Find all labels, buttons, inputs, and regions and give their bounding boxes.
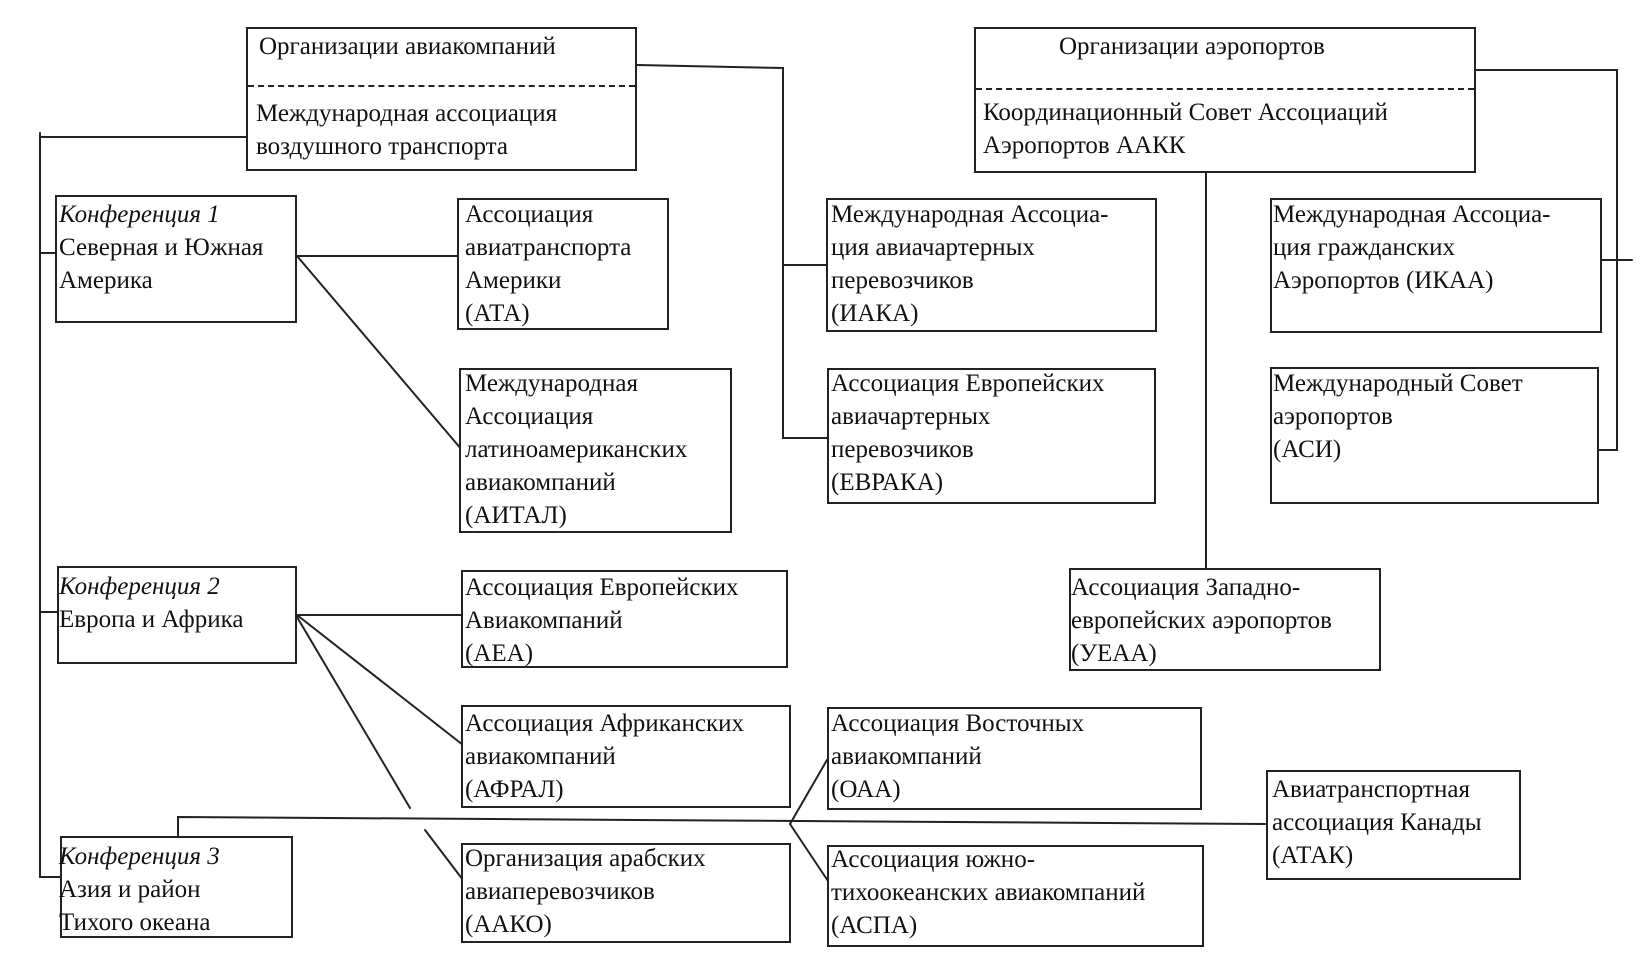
- ueaa-label: Ассоциация Западно- европейских аэропорт…: [1071, 574, 1332, 667]
- link-conf1-aital: [296, 255, 463, 451]
- aspa-box: [827, 845, 1204, 947]
- iaka-box: [826, 198, 1157, 332]
- conference-2-label: Конференция 2 Европа и Африка: [59, 573, 244, 633]
- conference-3-box: [60, 836, 293, 938]
- ikaa-box: [1270, 198, 1602, 333]
- aea-box: [461, 570, 788, 668]
- link-conf3-bar: [177, 815, 1266, 839]
- euraka-label: Ассоциация Европейских авиачартерных пер…: [831, 370, 1105, 496]
- airports-organization-box: [974, 27, 1476, 173]
- iaka-label: Международная Ассоциа- ция авиачартерных…: [831, 201, 1109, 327]
- aako-label: Организация арабских авиаперевозчиков (А…: [465, 845, 706, 938]
- aako-box: [461, 843, 791, 943]
- atak-box: [1266, 770, 1521, 880]
- conference-2-box: [57, 566, 297, 664]
- afral-box: [461, 705, 791, 808]
- ata-label: Ассоциация авиатранспорта Америки (АТА): [465, 201, 632, 327]
- conference-1-label: Конференция 1 Северная и Южная Америка: [59, 201, 264, 294]
- euraka-box: [827, 368, 1156, 504]
- aital-box: [459, 368, 732, 533]
- iata-label: Международная ассоциация воздушного тран…: [256, 100, 558, 160]
- aea-label: Ассоциация Европейских Авиакомпаний (АЕА…: [465, 574, 739, 667]
- atak-label: Авиатранспортная ассоциация Канады (АТАК…: [1272, 776, 1482, 869]
- link-bar-oaa: [789, 759, 828, 825]
- ikaa-label: Международная Ассоциа- ция гражданских А…: [1273, 201, 1551, 294]
- link-iata-charter: [636, 64, 828, 439]
- ata-box: [457, 198, 669, 330]
- aspa-label: Ассоциация южно- тихоокеанских авиакомпа…: [831, 846, 1146, 939]
- oaa-box: [827, 707, 1202, 810]
- ueaa-box: [1069, 568, 1381, 671]
- airlines-organization-header: Организации авиакомпаний: [259, 33, 556, 60]
- conference-3-label: Конференция 3 Азия и район Тихого океана: [59, 843, 220, 936]
- asi-box: [1270, 367, 1599, 504]
- afral-label: Ассоциация Африканских авиакомпаний (АФР…: [465, 710, 745, 803]
- airports-organization-header: Организации аэропортов: [1059, 33, 1325, 60]
- link-conf2-aako: [296, 616, 411, 809]
- airlines-organization-box: [246, 27, 637, 171]
- link-conf2-afral: [296, 614, 464, 746]
- asi-label: Международный Совет аэропортов (АСИ): [1273, 370, 1523, 463]
- aakk-label: Координационный Совет Ассоциаций Аэропор…: [983, 99, 1388, 159]
- conference-1-box: [55, 195, 297, 323]
- aital-label: Международная Ассоциация латиноамериканс…: [465, 370, 688, 529]
- link-bar-aspa: [789, 823, 831, 885]
- oaa-label: Ассоциация Восточных авиакомпаний (ОАА): [831, 710, 1085, 803]
